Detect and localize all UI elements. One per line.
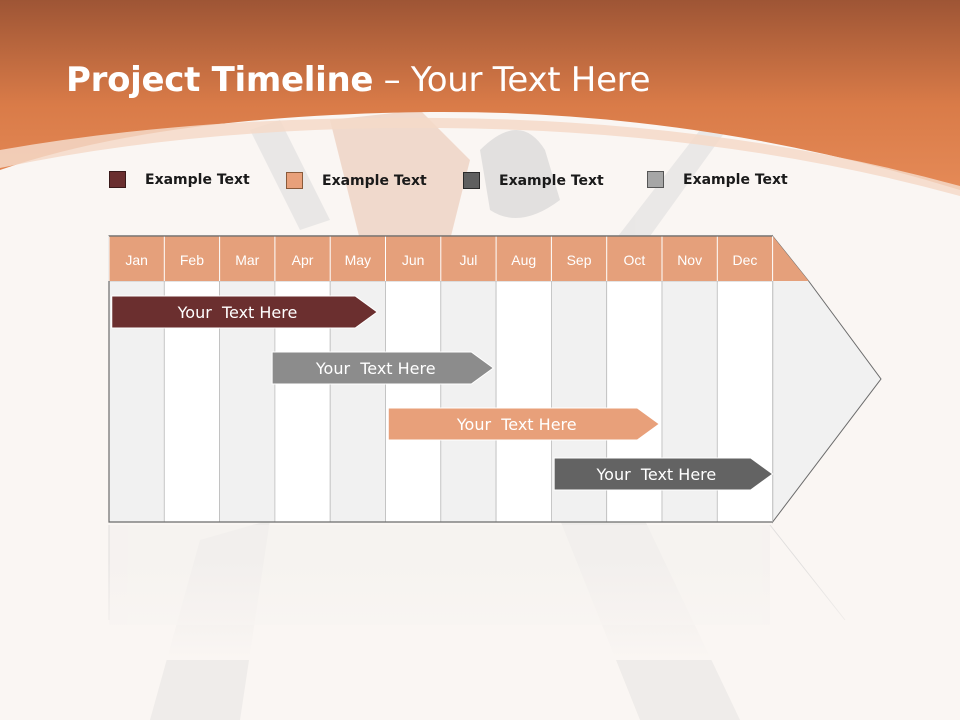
month-label: Nov (677, 252, 702, 268)
month-label: Jun (402, 252, 425, 268)
legend-swatch (286, 172, 303, 189)
timeline-bar-shape (111, 295, 379, 329)
legend-swatch (647, 171, 664, 188)
legend-swatch (463, 172, 480, 189)
timeline-header-band (109, 236, 809, 281)
month-label: Jul (459, 252, 477, 268)
month-label: May (345, 252, 371, 268)
header-band (0, 0, 960, 190)
slide-title: Project Timeline – Your Text Here (66, 60, 651, 100)
timeline-bar: Your Text Here (271, 351, 495, 385)
timeline-bar-shape (553, 457, 774, 491)
month-label: Dec (732, 252, 757, 268)
timeline-bar: Your Text Here (111, 295, 379, 329)
title-bold-part: Project Timeline (66, 60, 374, 100)
timeline-bar-label: Your Text Here (177, 303, 298, 322)
month-label: Aug (511, 252, 536, 268)
month-label: Jan (125, 252, 148, 268)
legend-label: Example Text (683, 172, 788, 188)
timeline-bar-label: Your Text Here (596, 465, 717, 484)
timeline-column (495, 280, 552, 523)
month-label: Feb (180, 252, 204, 268)
timeline-bar: Your Text Here (553, 457, 774, 491)
legend-label: Example Text (499, 173, 604, 189)
timeline-bar-label: Your Text Here (456, 415, 577, 434)
legend-swatch (109, 171, 126, 188)
month-label: Sep (567, 252, 592, 268)
month-label: Oct (623, 252, 645, 268)
timeline-bar-shape (387, 407, 661, 441)
timeline-bar-label: Your Text Here (315, 359, 436, 378)
timeline-column (440, 280, 497, 523)
month-label: Mar (235, 252, 259, 268)
legend-label: Example Text (145, 172, 250, 188)
timeline-bar: Your Text Here (387, 407, 661, 441)
month-label: Apr (292, 252, 314, 268)
timeline-header: Jan Feb Mar Apr May Jun Jul Aug Sep Oct Nov Dec (108, 235, 809, 281)
timeline-column (385, 280, 442, 523)
title-rest-part: – Your Text Here (373, 60, 651, 100)
legend-label: Example Text (322, 173, 427, 189)
timeline-bar-shape (271, 351, 495, 385)
